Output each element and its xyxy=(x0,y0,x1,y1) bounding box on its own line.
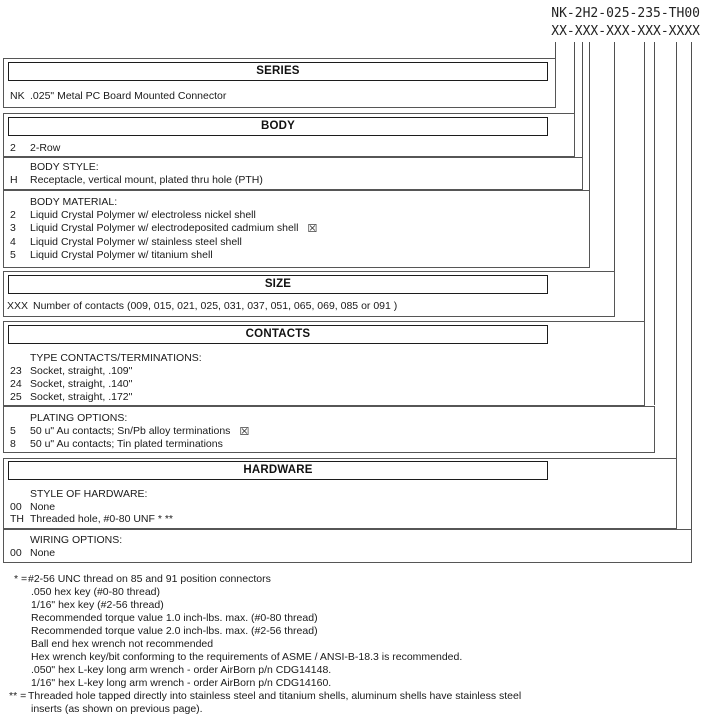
subsection-label: STYLE OF HARDWARE: xyxy=(30,488,148,500)
footnote-text: 1/16" hex key (#2-56 thread) xyxy=(31,599,164,611)
series-section-box xyxy=(3,58,556,108)
body-material-box xyxy=(3,190,590,268)
option-code: 4 xyxy=(10,236,16,248)
option-desc: 2-Row xyxy=(30,142,61,154)
contacts-section-box xyxy=(3,321,645,406)
part-number-mask: XX-XXX-XXX-XXX-XXXX xyxy=(551,24,700,39)
option-code: NK xyxy=(10,90,25,102)
option-code: XXX xyxy=(7,300,29,312)
option-code: 23 xyxy=(10,365,22,377)
footnote-text: .050" hex L-key long arm wrench - order … xyxy=(31,664,332,676)
leader-line-body-style xyxy=(581,42,583,157)
option-desc: Socket, straight, .140" xyxy=(30,378,133,390)
checked-box-icon: ☒ xyxy=(239,425,250,438)
option-desc: Liquid Crystal Polymer w/ stainless stee… xyxy=(30,236,242,248)
option-desc: Receptacle, vertical mount, plated thru … xyxy=(30,174,263,186)
option-desc: Number of contacts (009, 015, 021, 025, … xyxy=(33,300,398,312)
footnote-text: inserts (as shown on previous page). xyxy=(31,703,203,715)
option-code: 25 xyxy=(10,391,22,403)
hardware-title: HARDWARE xyxy=(243,464,313,476)
option-desc: Threaded hole, #0-80 UNF * ** xyxy=(30,513,173,525)
size-section-box xyxy=(3,271,615,317)
leader-line-size xyxy=(613,42,615,271)
option-desc: Socket, straight, .172" xyxy=(30,391,133,403)
footnote-text: .050 hex key (#0-80 thread) xyxy=(31,586,160,598)
body-header-box: BODY xyxy=(8,117,548,136)
body-section-box xyxy=(3,113,575,157)
option-code: TH xyxy=(10,513,24,525)
contacts-header-box: CONTACTS xyxy=(8,325,548,344)
wiring-box xyxy=(3,529,692,563)
footnote-text: 1/16" hex L-key long arm wrench - order … xyxy=(31,677,332,689)
option-desc: Liquid Crystal Polymer w/ titanium shell xyxy=(30,249,213,261)
subsection-label: BODY MATERIAL: xyxy=(30,196,118,208)
hardware-header-box: HARDWARE xyxy=(8,461,548,480)
leader-line-body-material xyxy=(588,42,590,190)
body-title: BODY xyxy=(260,120,296,132)
option-desc: 50 u" Au contacts; Tin plated terminatio… xyxy=(30,438,223,450)
footnote-text: Hex wrench key/bit conforming to the req… xyxy=(31,651,463,663)
footnote-text: Threaded hole tapped directly into stain… xyxy=(28,690,522,702)
leader-line-wiring xyxy=(690,42,692,530)
leader-line-body-rows xyxy=(573,42,575,113)
subsection-label: BODY STYLE: xyxy=(30,161,99,173)
series-header-box: SERIES xyxy=(8,62,548,81)
option-desc: 50 u" Au contacts; Sn/Pb alloy terminati… xyxy=(30,425,250,438)
option-desc: Liquid Crystal Polymer w/ electroless ni… xyxy=(30,209,256,221)
option-code: 00 xyxy=(10,501,22,513)
subsection-label: WIRING OPTIONS: xyxy=(30,534,123,546)
footnote-text: #2-56 UNC thread on 85 and 91 position c… xyxy=(28,573,271,585)
option-code: 5 xyxy=(10,425,16,437)
plating-box xyxy=(3,406,655,453)
footnote-text: Recommended torque value 1.0 inch-lbs. m… xyxy=(31,612,318,624)
option-desc: .025" Metal PC Board Mounted Connector xyxy=(30,90,227,102)
hardware-section-box xyxy=(3,458,677,529)
option-code: 2 xyxy=(10,209,16,221)
leader-line-hardware-style xyxy=(675,42,677,458)
checked-box-icon: ☒ xyxy=(307,222,318,235)
part-number-value: NK-2H2-025-235-TH00 xyxy=(551,6,700,21)
option-code: 2 xyxy=(10,142,16,154)
option-desc: Liquid Crystal Polymer w/ electrodeposit… xyxy=(30,222,318,235)
option-code: H xyxy=(10,174,18,186)
body-style-box xyxy=(3,157,583,190)
option-code: 8 xyxy=(10,438,16,450)
option-desc: Socket, straight, .109" xyxy=(30,365,133,377)
footnote-text: Ball end hex wrench not recommended xyxy=(31,638,214,650)
contacts-title: CONTACTS xyxy=(245,328,311,340)
option-desc: None xyxy=(30,547,56,559)
size-title: SIZE xyxy=(264,278,292,290)
footnote-marker: * = xyxy=(14,573,28,585)
option-code: 00 xyxy=(10,547,22,559)
size-header-box: SIZE xyxy=(8,275,548,294)
series-title: SERIES xyxy=(256,65,300,77)
leader-line-plating xyxy=(653,42,655,405)
option-code: 5 xyxy=(10,249,16,261)
option-desc: None xyxy=(30,501,56,513)
option-code: 24 xyxy=(10,378,22,390)
footnote-marker: ** = xyxy=(9,690,27,702)
footnote-text: Recommended torque value 2.0 inch-lbs. m… xyxy=(31,625,318,637)
subsection-label: PLATING OPTIONS: xyxy=(30,412,128,424)
option-code: 3 xyxy=(10,222,16,234)
leader-line-series xyxy=(554,42,556,58)
leader-line-contact-type xyxy=(643,42,645,321)
subsection-label: TYPE CONTACTS/TERMINATIONS: xyxy=(30,352,202,364)
